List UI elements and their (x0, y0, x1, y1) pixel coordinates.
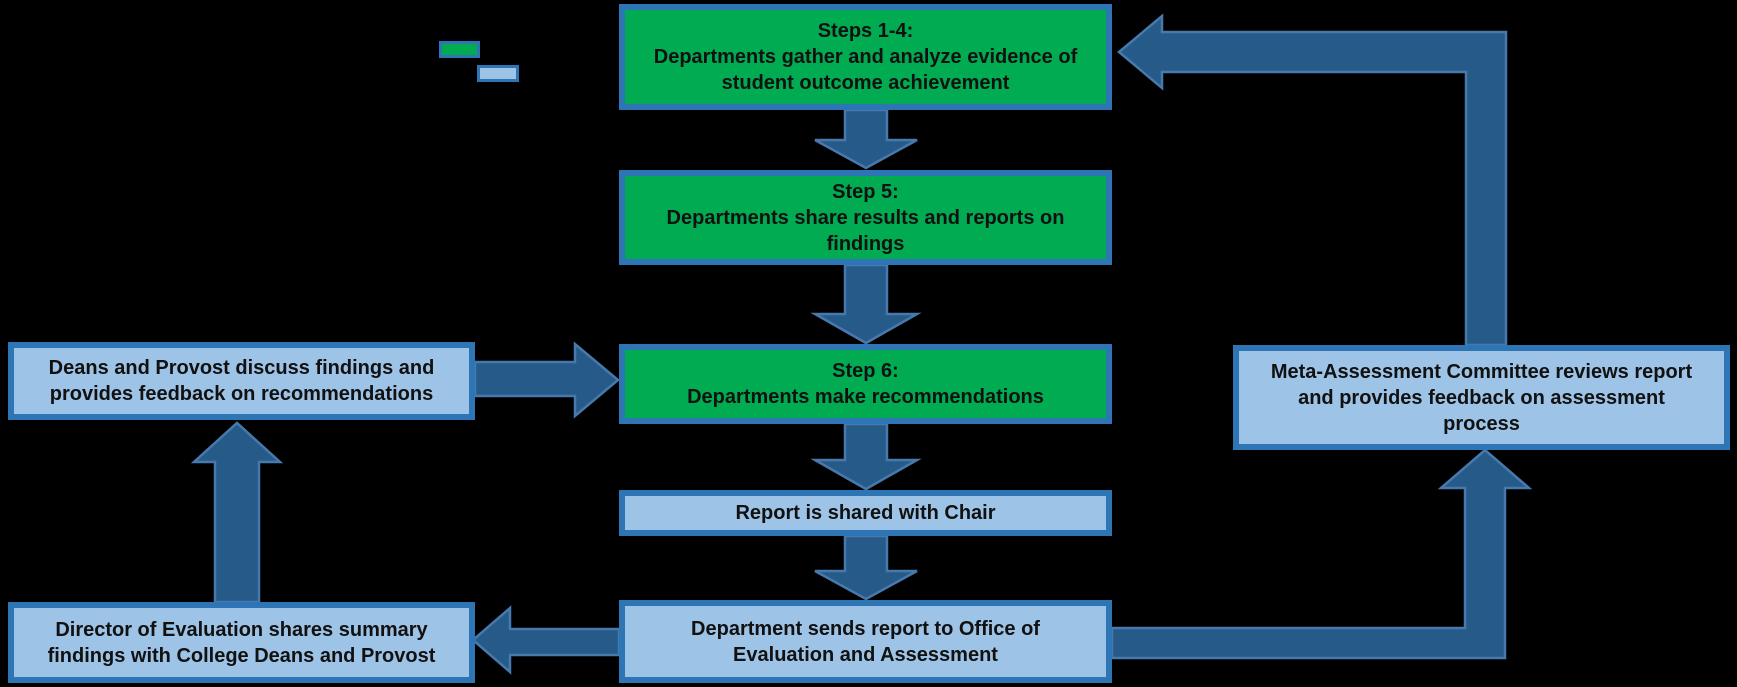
box-director-of-evaluation: Director of Evaluation shares summary fi… (8, 602, 475, 683)
arrow-deans-to-step6 (473, 341, 620, 419)
connector-dept-to-meta (1110, 448, 1533, 660)
box-deans-and-provost: Deans and Provost discuss findings and p… (8, 342, 475, 420)
box-meta-assessment-committee: Meta-Assessment Committee reviews report… (1233, 345, 1730, 450)
arrow-step5-to-step6 (810, 263, 922, 345)
arrow-director-to-deans (190, 421, 284, 604)
arrow-report-to-dept (814, 534, 918, 601)
legend-green-swatch (439, 41, 480, 58)
arrow-dept-to-director (471, 605, 621, 675)
box-step-5: Step 5: Departments share results and re… (619, 170, 1112, 265)
box-step-6: Step 6: Departments make recommendations (619, 344, 1112, 424)
box-report-shared-with-chair: Report is shared with Chair (619, 490, 1112, 536)
arrow-steps14-to-step5 (814, 108, 918, 170)
box-department-sends-report: Department sends report to Office of Eva… (619, 600, 1112, 683)
connector-meta-to-steps14 (1117, 13, 1508, 347)
legend-blue-swatch (477, 65, 519, 82)
box-steps-1-4: Steps 1-4: Departments gather and analyz… (619, 4, 1112, 110)
arrow-step6-to-report (810, 422, 922, 491)
